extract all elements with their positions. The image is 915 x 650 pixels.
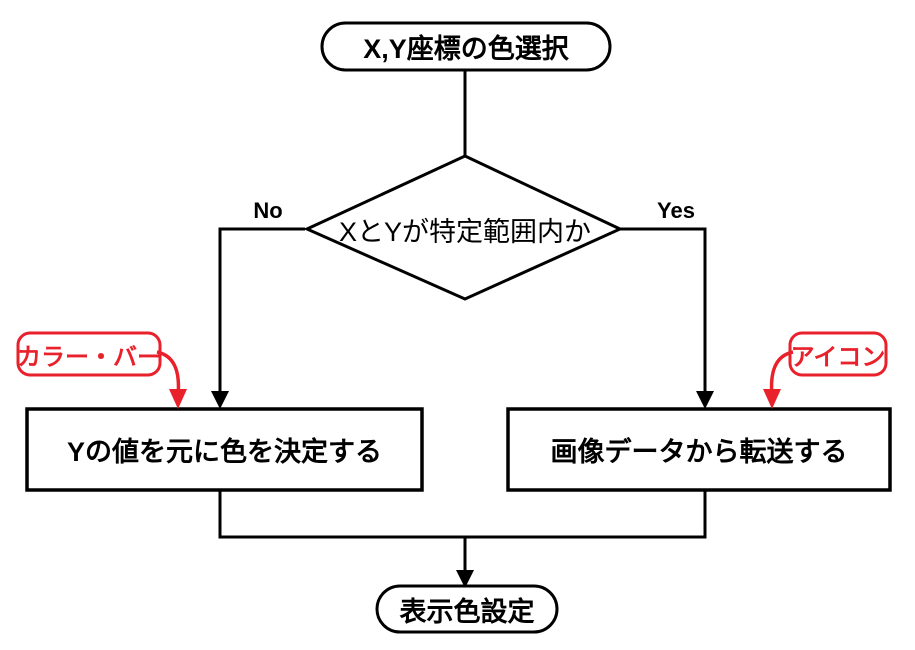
start-terminal-shape	[320, 21, 612, 72]
connector-decision-no	[211, 227, 305, 409]
connector-left-to-merge	[218, 490, 465, 539]
connector-merge-to-end	[456, 537, 474, 588]
connector-decision-yes	[620, 227, 714, 409]
annotation-color-bar-shape	[16, 331, 187, 409]
connector-right-to-merge	[465, 490, 707, 539]
end-terminal-shape	[375, 584, 559, 634]
annotation-icon-shape	[763, 331, 888, 409]
decision-shape	[303, 154, 624, 301]
process-right-shape	[506, 407, 892, 492]
process-left-shape	[25, 407, 424, 492]
